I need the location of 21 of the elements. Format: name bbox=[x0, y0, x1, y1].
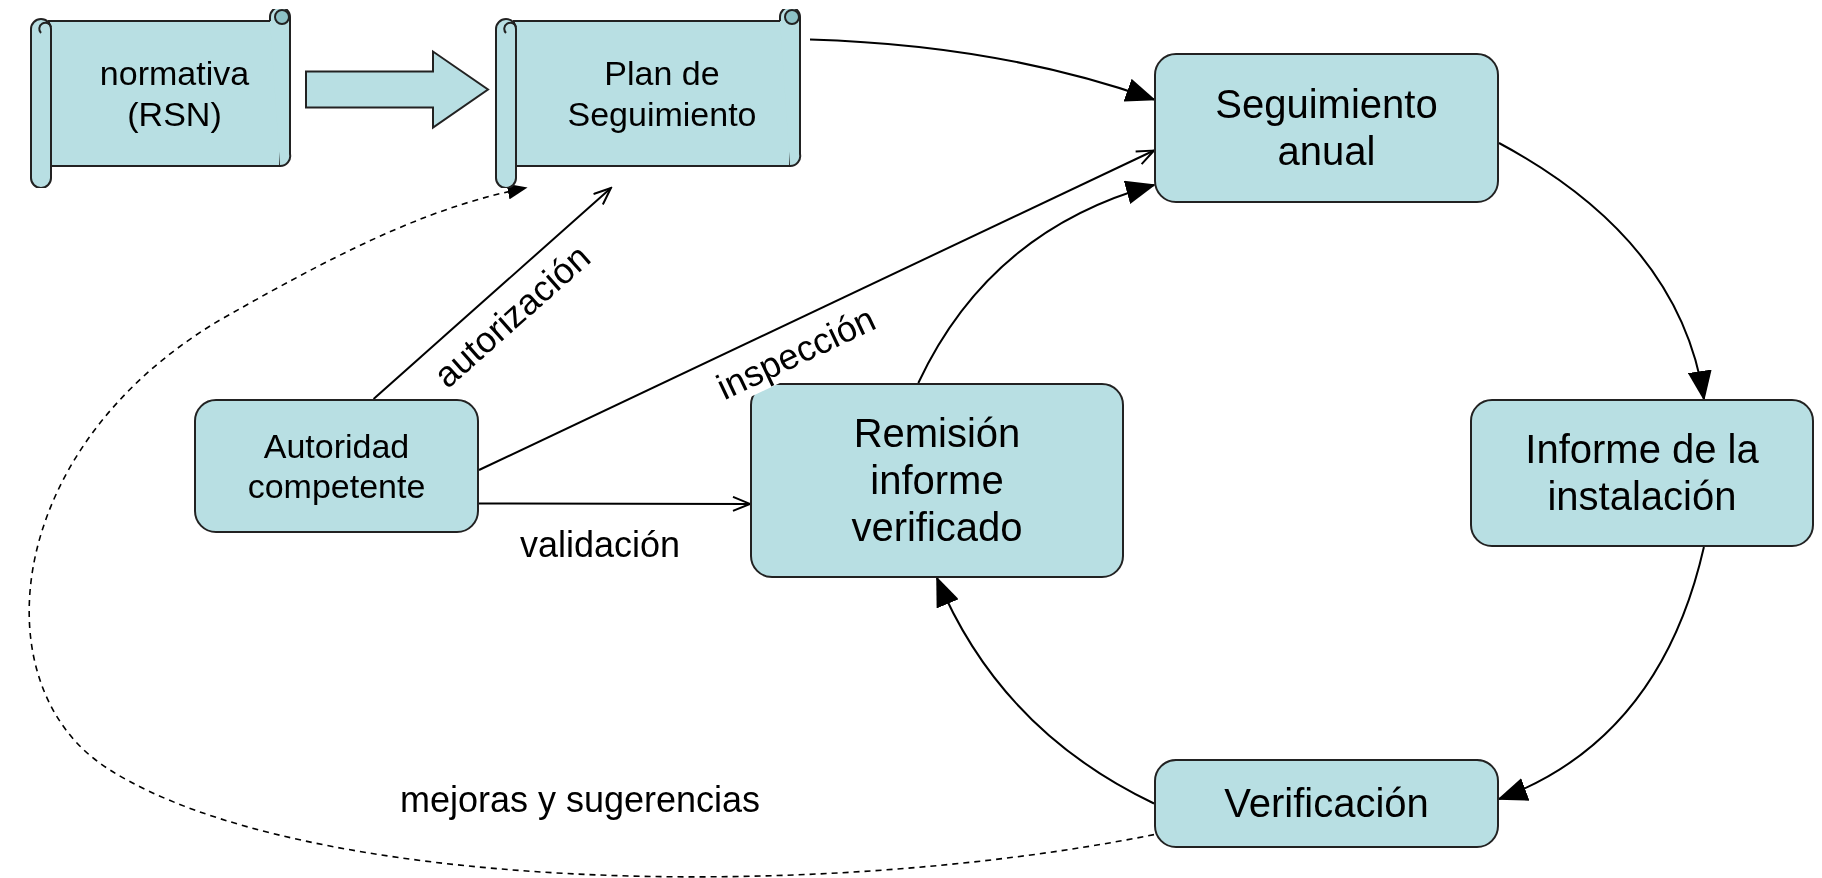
arrow bbox=[372, 187, 612, 400]
process-box bbox=[1470, 399, 1814, 547]
arrow bbox=[28, 184, 1155, 878]
block-arrow bbox=[305, 49, 490, 130]
node-label: Seguimiento anual bbox=[1214, 80, 1439, 175]
arrow bbox=[1498, 142, 1711, 401]
arrow bbox=[478, 149, 1155, 471]
node-label: Autoridad competente bbox=[246, 425, 427, 507]
process-box bbox=[1154, 759, 1499, 848]
arrow bbox=[809, 38, 1156, 102]
arrow bbox=[1497, 546, 1705, 801]
arrow bbox=[478, 495, 751, 512]
node-label: Verificación bbox=[1224, 779, 1429, 827]
node-label: Plan de Seguimiento bbox=[566, 53, 758, 134]
process-box bbox=[1154, 53, 1499, 203]
node-label: Informe de la instalación bbox=[1524, 425, 1760, 520]
node-label: Remisión informe verificado bbox=[850, 409, 1024, 552]
arrow bbox=[936, 576, 1155, 805]
process-box bbox=[194, 399, 479, 533]
arrow bbox=[917, 181, 1156, 384]
node-label: normativa (RSN) bbox=[98, 53, 251, 134]
